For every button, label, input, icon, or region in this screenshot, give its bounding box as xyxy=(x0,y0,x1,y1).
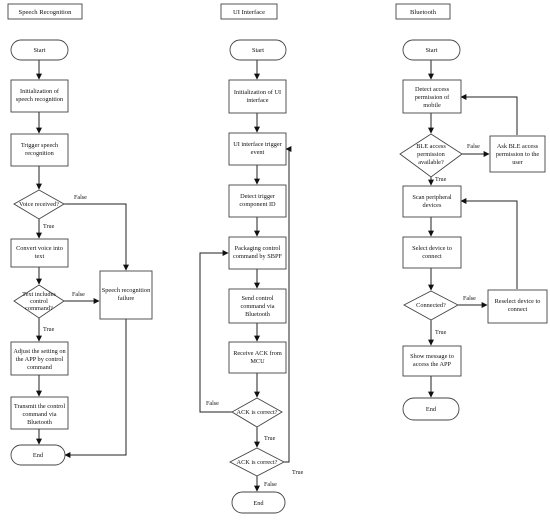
ui-title: UI Interface xyxy=(220,3,278,20)
ack-correct-decision-1: ACK is correct? xyxy=(231,397,283,428)
svg-text:Voice received?: Voice received? xyxy=(19,201,59,208)
ui-end: End xyxy=(231,491,286,514)
svg-text:End: End xyxy=(33,452,44,459)
bt-start: Start xyxy=(402,39,461,61)
ack1-true-label: True xyxy=(264,436,276,442)
svg-text:Start: Start xyxy=(426,47,438,54)
svg-text:UI Interface: UI Interface xyxy=(233,9,265,16)
connected-decision: Connected? xyxy=(403,290,459,321)
speech-start: Start xyxy=(10,39,69,61)
speech-title: Speech Recognition xyxy=(7,3,83,20)
bt-title: Bluetooth xyxy=(395,3,451,20)
conn-true-label: True xyxy=(435,330,447,336)
speech-end: End xyxy=(10,444,66,466)
ack-correct-decision-2: ACK is correct? xyxy=(229,447,285,477)
text-false-label: False xyxy=(72,292,85,298)
speech-connectors xyxy=(36,60,129,458)
voice-true-label: True xyxy=(43,224,55,230)
svg-text:Start: Start xyxy=(34,47,46,54)
svg-text:ACK is correct?: ACK is correct? xyxy=(237,459,278,466)
svg-text:Bluetooth: Bluetooth xyxy=(410,9,437,16)
bt-connectors xyxy=(428,60,518,398)
svg-text:ACK is correct?: ACK is correct? xyxy=(237,409,278,416)
svg-text:Speech Recognition: Speech Recognition xyxy=(19,9,73,16)
conn-false-label: False xyxy=(463,296,476,302)
svg-text:End: End xyxy=(253,500,264,507)
svg-text:End: End xyxy=(426,406,437,413)
ui-connectors xyxy=(199,60,292,492)
svg-text:Start: Start xyxy=(252,47,264,54)
ack1-false-label: False xyxy=(206,401,219,407)
voice-false-label: False xyxy=(74,195,87,201)
ack2-false-label: False xyxy=(264,482,277,488)
ble-true-label: True xyxy=(435,177,447,183)
ble-false-label: False xyxy=(467,144,480,150)
ack2-true-label: True xyxy=(292,470,304,476)
ui-start: Start xyxy=(229,39,287,61)
text-true-label: True xyxy=(43,327,55,333)
voice-received-decision: Voice received? xyxy=(13,189,65,220)
bt-end: End xyxy=(402,397,460,421)
svg-text:Connected?: Connected? xyxy=(416,302,446,309)
